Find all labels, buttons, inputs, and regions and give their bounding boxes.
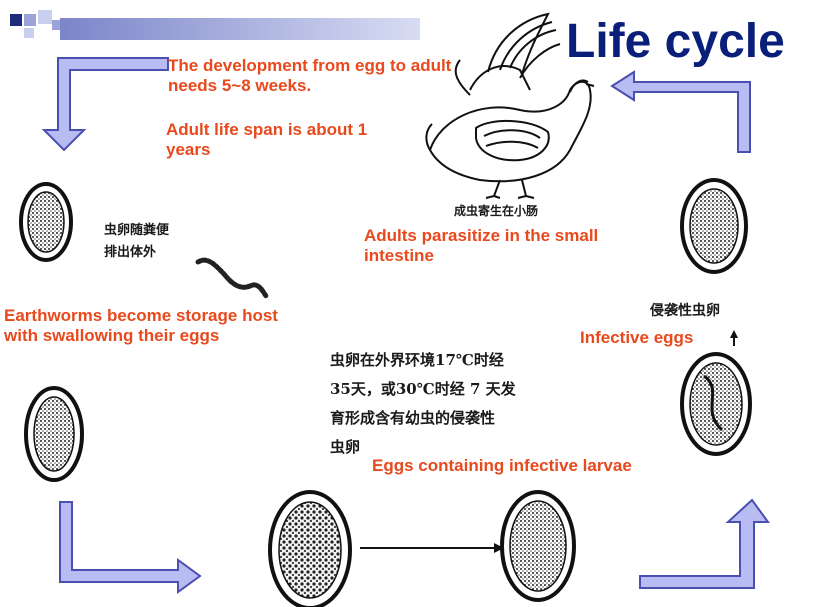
rooster-illustration [426,14,594,198]
infective-caption-cn: 侵袭性虫卵 [650,300,720,320]
arrow-top-left [44,58,168,150]
dev-line-4: 虫卵 [330,433,516,462]
worm-illustration [198,260,266,296]
arrow-bottom-left [60,502,200,592]
development-note: The development from egg to adult needs … [168,56,468,96]
development-text-cn: 虫卵在外界环境17℃时经 35天，或30℃时经 7 天发 育形成含有幼虫的侵袭性… [330,346,516,462]
dev-line-3: 育形成含有幼虫的侵袭性 [330,404,516,433]
egg-illustration [21,184,71,260]
egg-feces-caption-cn: 虫卵随粪便 排出体外 [104,220,169,264]
arrow-top-right [612,72,750,152]
infective-eggs-label: Infective eggs [580,328,730,348]
dev-line-1: 虫卵在外界环境17℃时经 [330,346,516,375]
lifespan-note: Adult life span is about 1 years [166,120,416,160]
egg-feces-line-2: 排出体外 [104,242,169,264]
egg-feces-line-1: 虫卵随粪便 [104,220,169,242]
adults-note: Adults parasitize in the small intestine [364,226,614,266]
dev-line-2: 35天，或30℃时经 7 天发 [330,375,516,404]
earthworms-note: Earthworms become storage host with swal… [4,306,304,346]
arrow-bottom-right [640,500,768,588]
adult-caption-cn: 成虫寄生在小肠 [454,202,538,219]
